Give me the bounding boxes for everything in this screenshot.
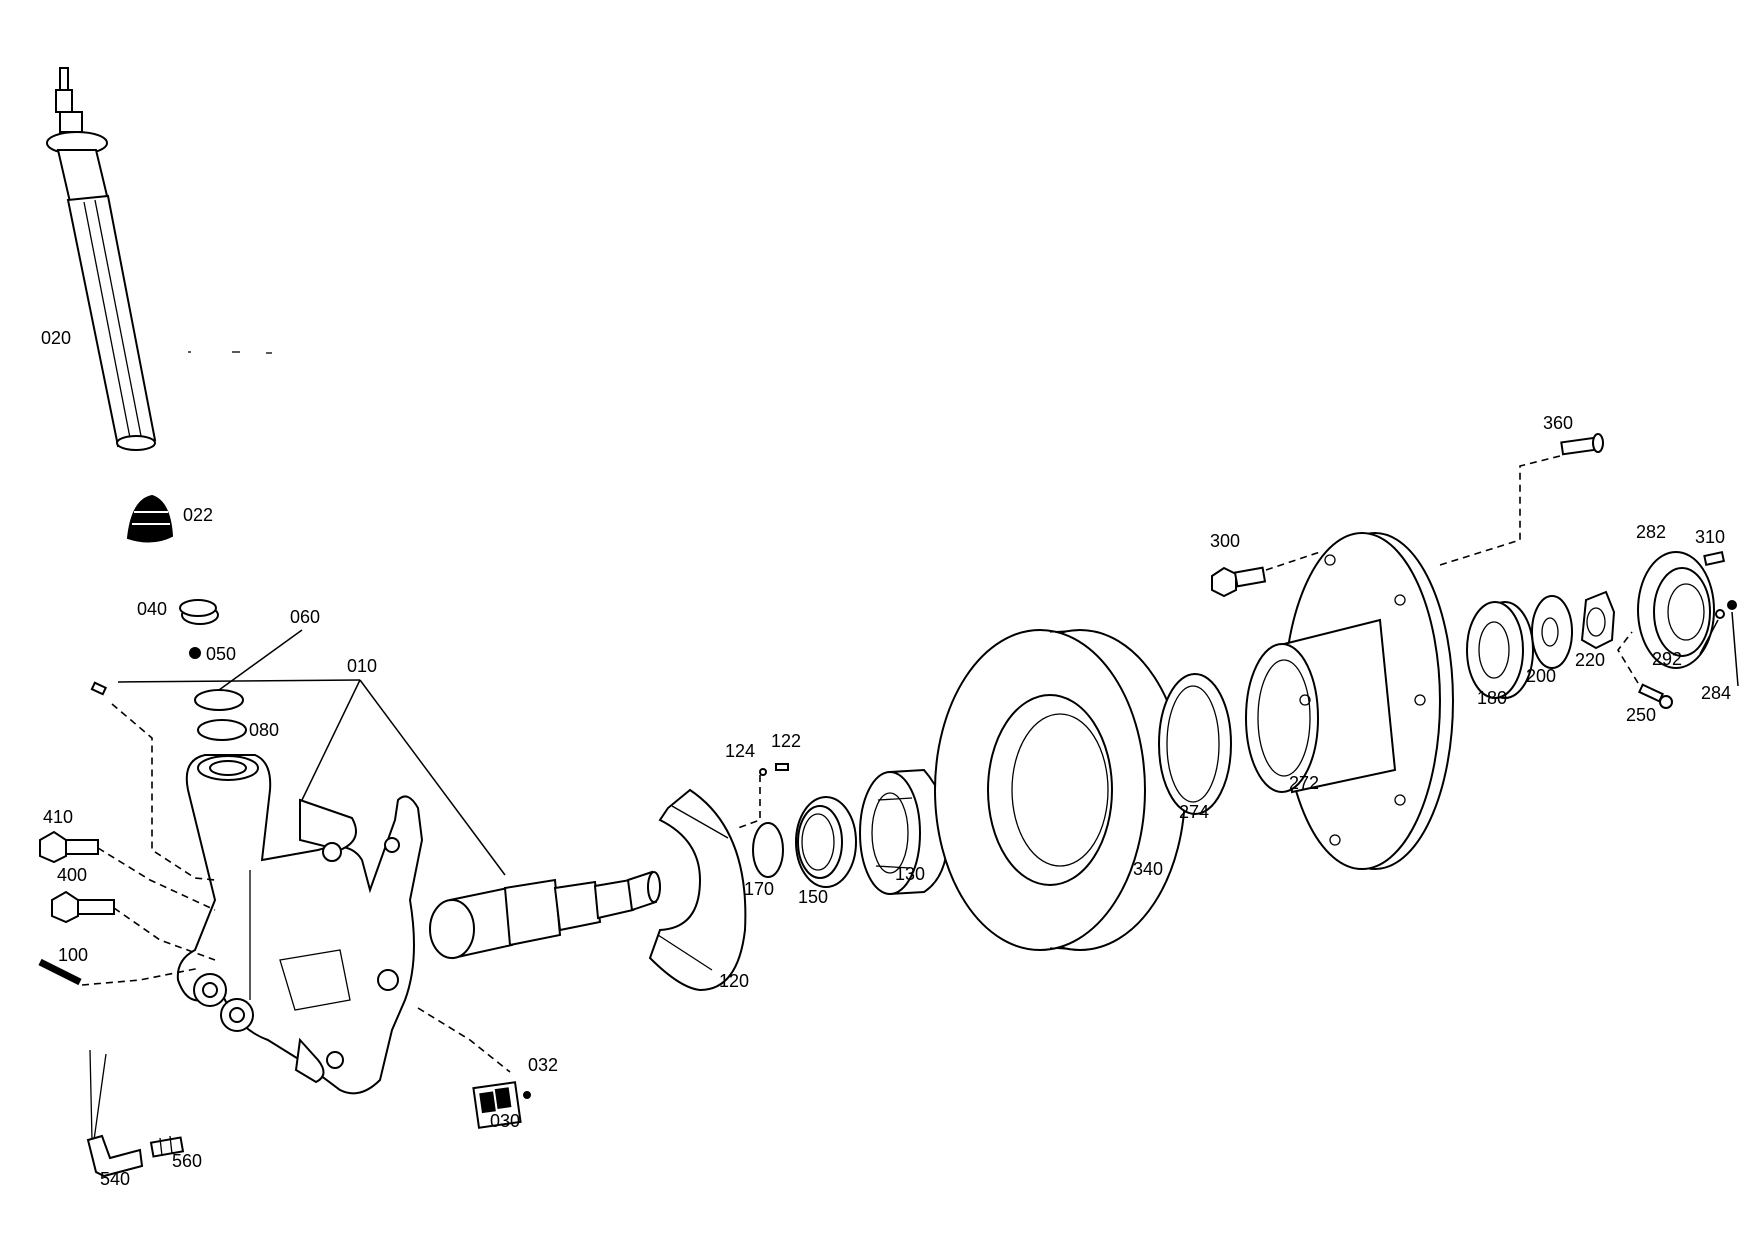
part-400-bolt xyxy=(51,890,115,924)
part-120-dust-shield xyxy=(648,788,747,992)
callout-220: 220 xyxy=(1575,650,1606,670)
callout-200: 200 xyxy=(1526,666,1557,686)
callout-170: 170 xyxy=(744,879,775,899)
part-010-steering-knuckle xyxy=(176,754,424,1095)
part-032-rivet xyxy=(523,1091,531,1099)
callout-122: 122 xyxy=(771,731,802,751)
callout-360: 360 xyxy=(1543,413,1574,433)
callout-060: 060 xyxy=(290,607,321,627)
part-410-bolt xyxy=(39,830,99,864)
part-282-hub-cover xyxy=(1637,551,1715,669)
part-220-nut xyxy=(1580,590,1616,650)
callout-010: 010 xyxy=(347,656,378,676)
part-060-ring xyxy=(194,689,244,711)
part-300-wheel-stud xyxy=(1211,566,1267,598)
part-122-screw xyxy=(775,763,789,771)
part-250-screw xyxy=(1638,683,1673,709)
callout-282: 282 xyxy=(1636,522,1667,542)
part-360-screw xyxy=(1560,433,1604,456)
callout-032: 032 xyxy=(528,1055,559,1075)
part-170-snap-ring xyxy=(752,822,784,878)
part-040-plug xyxy=(179,599,219,625)
callout-272: 272 xyxy=(1289,773,1320,793)
part-340-brake-disc xyxy=(934,629,1186,951)
part-080-ring xyxy=(197,719,247,741)
callout-410: 410 xyxy=(43,807,74,827)
part-292-washer xyxy=(1715,609,1725,619)
stray-marks xyxy=(188,351,272,354)
part-150-seal xyxy=(795,796,857,888)
part-124-washer xyxy=(759,768,767,776)
part-pin xyxy=(90,681,108,696)
callout-560: 560 xyxy=(172,1151,203,1171)
callout-100: 100 xyxy=(58,945,89,965)
callout-022: 022 xyxy=(183,505,214,525)
callout-124: 124 xyxy=(725,741,756,761)
part-100-spring-pin xyxy=(38,958,82,986)
callout-080: 080 xyxy=(249,720,280,740)
callout-310: 310 xyxy=(1695,527,1726,547)
callout-274: 274 xyxy=(1179,802,1210,822)
callout-284: 284 xyxy=(1701,683,1732,703)
part-272-wheel-hub xyxy=(1245,532,1454,870)
part-200-washer xyxy=(1531,595,1573,669)
callout-020: 020 xyxy=(41,328,72,348)
callout-300: 300 xyxy=(1210,531,1241,551)
callout-120: 120 xyxy=(719,971,750,991)
part-180-bearing xyxy=(1466,601,1534,699)
part-030-plate xyxy=(472,1081,522,1129)
part-560-sleeve xyxy=(149,1135,185,1158)
part-310-screw xyxy=(1703,551,1726,566)
callout-130: 130 xyxy=(895,864,926,884)
part-540-sensor xyxy=(86,1049,144,1178)
callout-340: 340 xyxy=(1133,859,1164,879)
callout-400: 400 xyxy=(57,865,88,885)
callout-030: 030 xyxy=(490,1111,521,1131)
callout-250: 250 xyxy=(1626,705,1657,725)
part-020-shock-absorber xyxy=(46,67,157,451)
part-130-bearing xyxy=(859,768,950,896)
part-274-seal-ring xyxy=(1158,673,1232,815)
part-284-plug xyxy=(1727,600,1737,610)
callout-540: 540 xyxy=(100,1169,131,1189)
callout-150: 150 xyxy=(798,887,829,907)
callout-050: 050 xyxy=(206,644,237,664)
callout-292: 292 xyxy=(1652,649,1683,669)
callout-040: 040 xyxy=(137,599,168,619)
callout-180: 180 xyxy=(1477,688,1508,708)
part-022-boot xyxy=(126,494,174,543)
part-050-ball xyxy=(189,647,201,659)
part-spindle xyxy=(429,870,661,960)
